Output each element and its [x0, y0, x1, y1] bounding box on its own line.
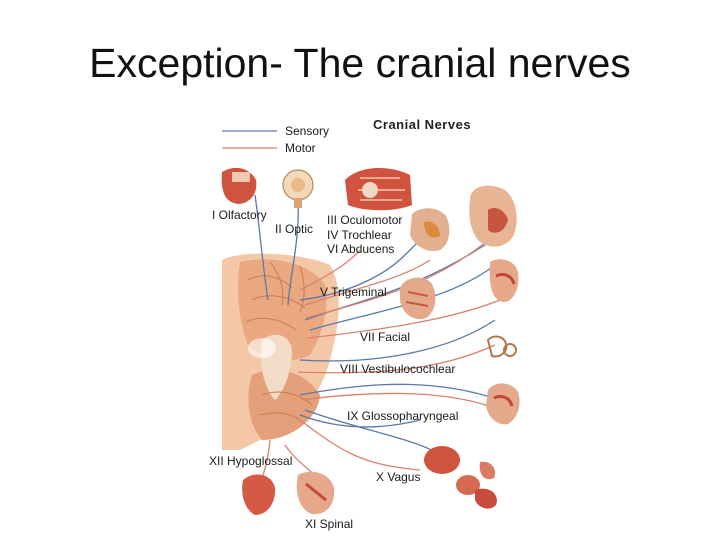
- brain: [222, 253, 339, 450]
- label-abducens: VI Abducens: [327, 242, 395, 256]
- olfactory-illustration: [221, 167, 257, 204]
- label-optic: II Optic: [275, 222, 314, 236]
- label-spinal: XI Spinal: [305, 517, 354, 531]
- label-hypoglossal: XII Hypoglossal: [209, 454, 293, 468]
- optic-illustration: [282, 169, 314, 208]
- label-trochlear: IV Trochlear: [327, 228, 392, 242]
- legend-motor-label: Motor: [285, 141, 316, 155]
- label-vestibulocochlear: VIII Vestibulocochlear: [340, 362, 456, 376]
- legend-sensory-label: Sensory: [285, 124, 330, 138]
- head-profile-mouth: [489, 259, 519, 302]
- label-olfactory: I Olfactory: [212, 208, 267, 222]
- label-oculomotor: III Oculomotor: [327, 213, 403, 227]
- vagus-organs-illustration: [424, 446, 497, 509]
- eye-muscles-illustration: [345, 168, 412, 211]
- head-profile-eye: [410, 208, 450, 252]
- throat-illustration: [486, 383, 520, 425]
- ear-illustration: [486, 335, 517, 358]
- head-profile-face: [469, 185, 517, 247]
- slide-title: Exception- The cranial nerves: [89, 40, 631, 86]
- neck-illustration: [242, 471, 335, 515]
- head-profile-facial: [400, 277, 436, 320]
- figure-title: Cranial Nerves: [373, 117, 472, 132]
- label-glossopharyngeal: IX Glossopharyngeal: [347, 409, 459, 423]
- label-facial: VII Facial: [360, 330, 411, 344]
- label-trigeminal: V Trigeminal: [320, 285, 387, 299]
- label-vagus: X Vagus: [376, 470, 421, 484]
